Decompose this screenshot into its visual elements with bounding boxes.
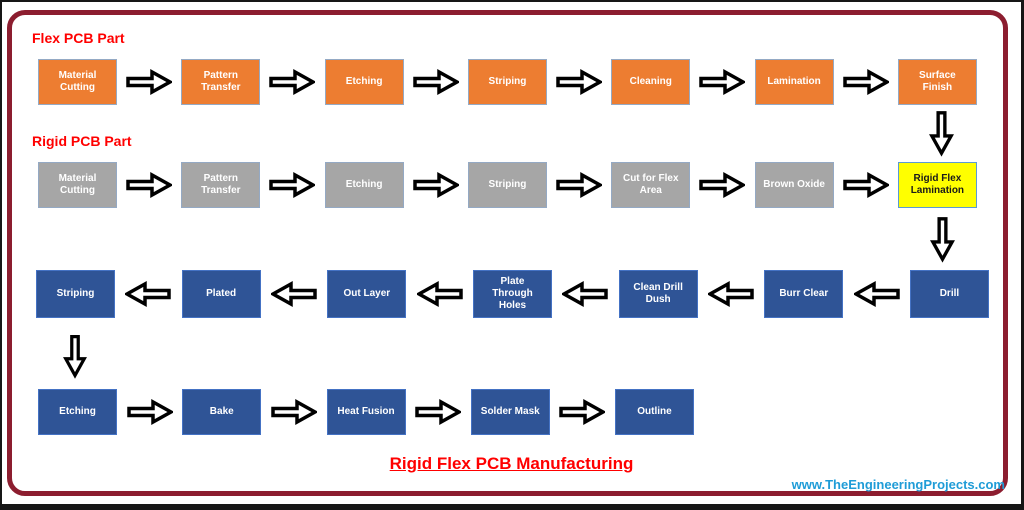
step-box-etching: Etching (38, 389, 117, 435)
right-arrow-icon (415, 399, 462, 425)
step-box-lamination: Lamination (754, 59, 834, 105)
right-arrow-icon (269, 69, 316, 95)
right-arrow-icon (126, 69, 173, 95)
right-arrow-icon (556, 172, 603, 198)
right-arrow-icon (842, 172, 889, 198)
left-arrow-icon (416, 281, 463, 307)
right-arrow-icon (271, 399, 317, 425)
step-box-clean-drill-dush: Clean Drill Dush (618, 270, 698, 318)
step-box-plate-through-holes: Plate Through Holes (472, 270, 552, 318)
step-box-brown-oxide: Brown Oxide (754, 162, 834, 208)
section-heading-rigid-pcb: Rigid PCB Part (32, 133, 132, 149)
step-box-material-cutting: Material Cutting (38, 162, 117, 208)
page-title: Rigid Flex PCB Manufacturing (389, 454, 634, 473)
left-arrow-icon (270, 281, 317, 307)
right-arrow-icon (413, 69, 459, 95)
left-arrow-icon (125, 281, 172, 307)
right-arrow-icon (559, 399, 606, 425)
step-box-rigid-flex-lamination: Rigid Flex Lamination (897, 162, 977, 208)
step-box-pattern-transfer: Pattern Transfer (181, 162, 261, 208)
step-box-pattern-transfer: Pattern Transfer (181, 59, 261, 105)
right-arrow-icon (699, 172, 746, 198)
step-box-striping: Striping (36, 270, 115, 318)
step-box-striping: Striping (467, 162, 547, 208)
left-arrow-icon (562, 281, 609, 307)
step-box-etching: Etching (324, 59, 404, 105)
step-box-bake: Bake (182, 389, 262, 435)
right-arrow-icon (269, 172, 316, 198)
finishing-row: Etching Bake Heat Fusion Solder Mask Outline (38, 389, 694, 435)
flex-pcb-row: Material Cutting Pattern Transfer Etching S… (38, 59, 977, 105)
left-arrow-icon (707, 281, 754, 307)
section-heading-flex-pcb: Flex PCB Part (32, 30, 125, 46)
drilling-row: Striping Plated Out Layer Plate Through Hol… (36, 270, 989, 318)
step-box-etching: Etching (324, 162, 404, 208)
step-box-surface-finish: Surface Finish (897, 59, 977, 105)
step-box-outline: Outline (615, 389, 694, 435)
step-box-out-layer: Out Layer (327, 270, 407, 318)
down-arrow-icon (930, 214, 955, 269)
right-arrow-icon (126, 172, 173, 198)
step-box-heat-fusion: Heat Fusion (326, 389, 406, 435)
right-arrow-icon (699, 69, 746, 95)
step-box-solder-mask: Solder Mask (470, 389, 550, 435)
step-box-material-cutting: Material Cutting (38, 59, 117, 105)
right-arrow-icon (413, 172, 459, 198)
step-box-cut-for-flex-area: Cut for Flex Area (611, 162, 691, 208)
down-arrow-icon (63, 332, 87, 385)
step-box-burr-clear: Burr Clear (764, 270, 844, 318)
website-link: www.TheEngineeringProjects.com (791, 477, 1005, 492)
right-arrow-icon (842, 69, 889, 95)
left-arrow-icon (853, 281, 900, 307)
right-arrow-icon (556, 69, 603, 95)
down-arrow-icon (929, 108, 954, 163)
step-box-cleaning: Cleaning (611, 59, 691, 105)
rigid-pcb-row: Material Cutting Pattern Transfer Etching S… (38, 162, 977, 208)
step-box-drill: Drill (909, 270, 989, 318)
step-box-plated: Plated (181, 270, 261, 318)
right-arrow-icon (126, 399, 173, 425)
step-box-striping: Striping (467, 59, 547, 105)
